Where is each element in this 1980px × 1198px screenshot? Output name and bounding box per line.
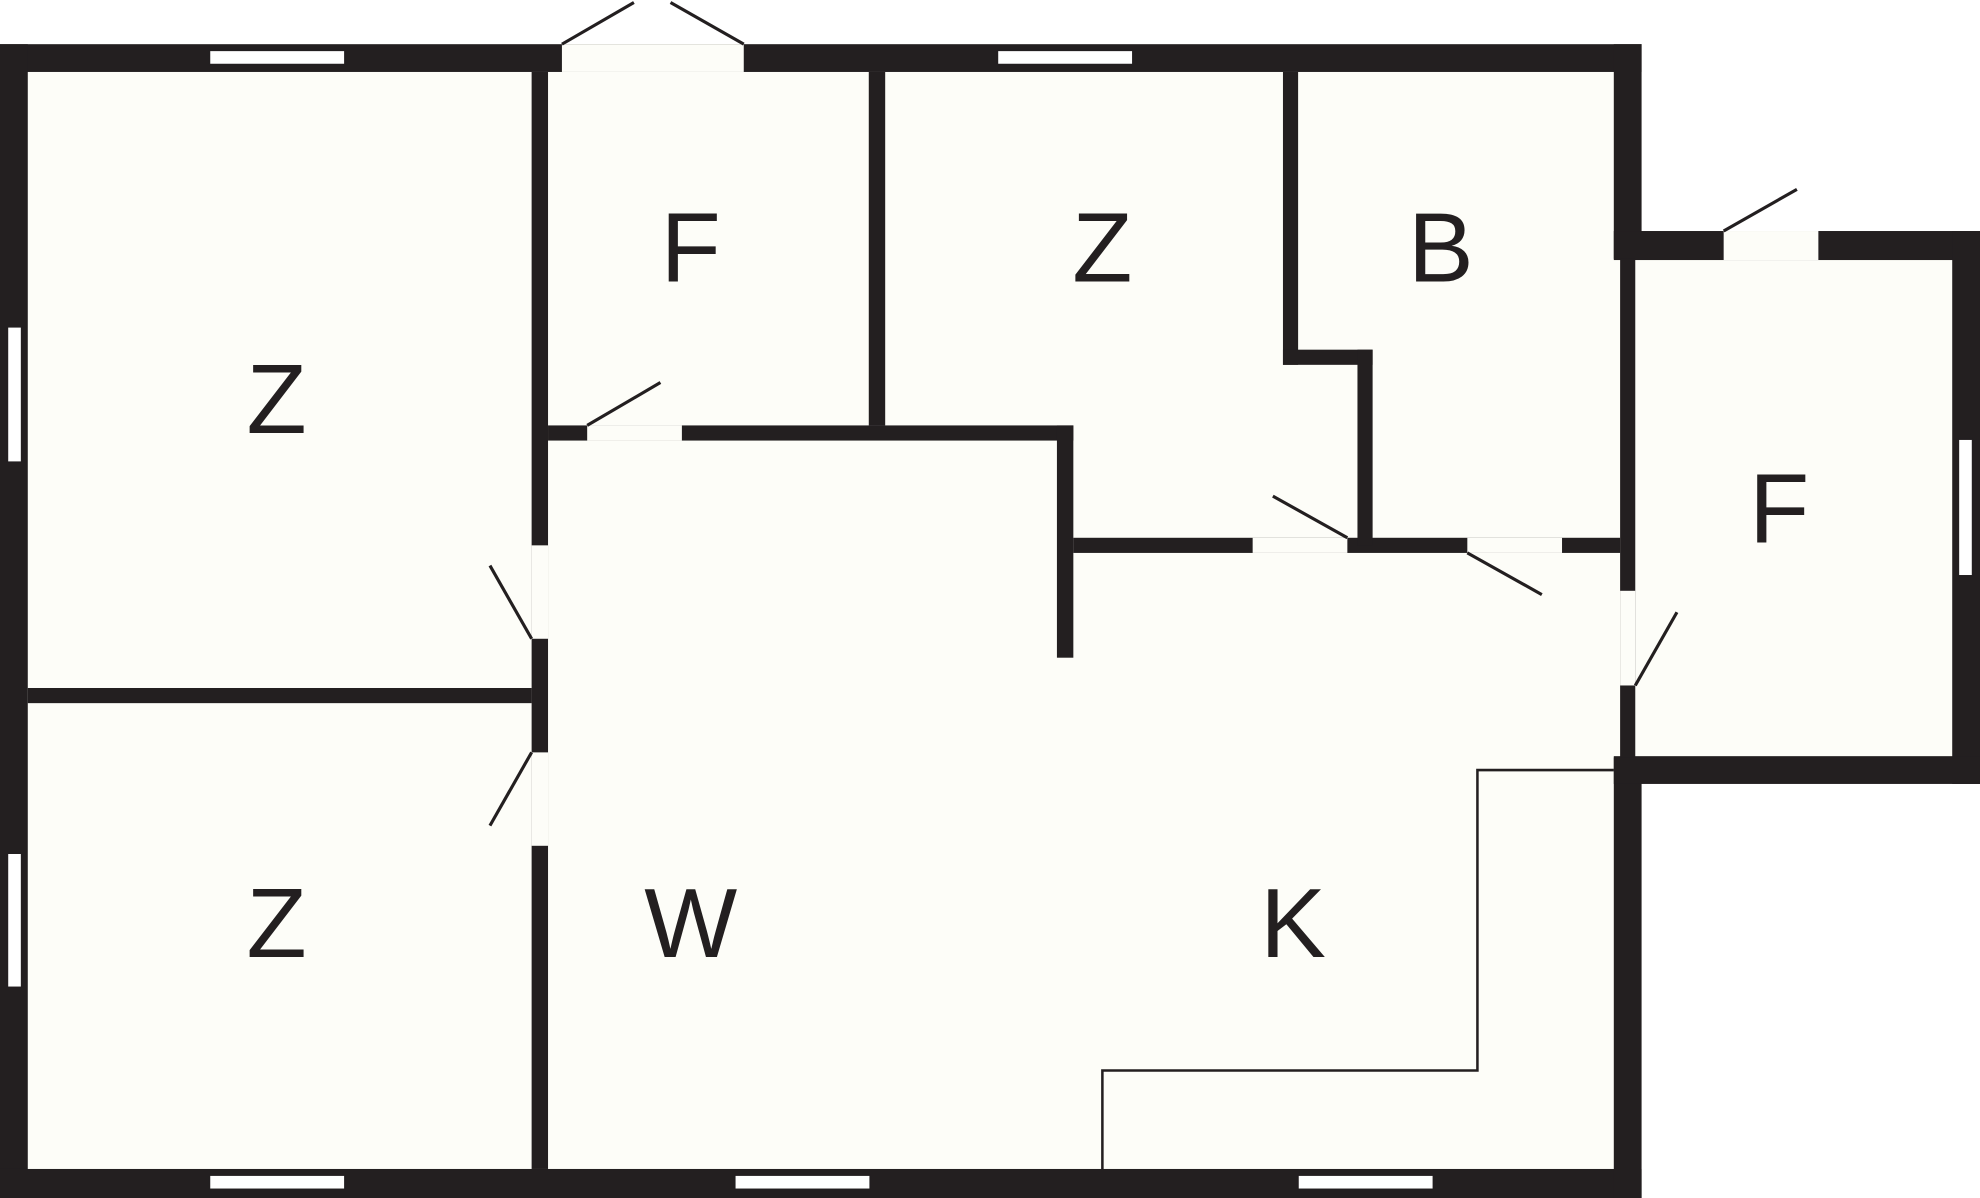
- floor-annex: [1613, 231, 1980, 784]
- entrance-door-left: [561, 1, 635, 46]
- door-bedroom-3: [1272, 494, 1349, 540]
- room-label: F: [1749, 454, 1809, 564]
- floor-main: [0, 44, 1642, 1198]
- room-label: K: [1260, 868, 1326, 978]
- window: [208, 1174, 346, 1190]
- room-label: Z: [246, 344, 306, 454]
- door-storage: [586, 381, 662, 427]
- annex-exterior-door: [1722, 187, 1798, 233]
- room-label: W: [644, 868, 737, 978]
- window: [6, 326, 23, 463]
- door-openings: [531, 44, 1819, 846]
- window: [208, 49, 346, 66]
- windows: [6, 49, 1974, 1190]
- room-label: B: [1408, 192, 1474, 302]
- window: [6, 852, 23, 988]
- door-bedroom-2: [488, 751, 533, 827]
- window: [1957, 438, 1974, 577]
- door-bedroom-1: [488, 564, 533, 640]
- window: [734, 1174, 871, 1190]
- room-label: F: [661, 192, 721, 302]
- outer-walls: [0, 44, 1980, 1198]
- window: [996, 49, 1134, 66]
- door-swings: [488, 1, 1798, 827]
- kitchen-counter: [1101, 768, 1614, 1169]
- entrance-door-right: [669, 1, 745, 46]
- door-bathroom: [1466, 551, 1543, 596]
- room-label: Z: [246, 868, 306, 978]
- room-label: Z: [1072, 192, 1132, 302]
- door-annex: [1633, 611, 1679, 687]
- window: [1297, 1174, 1434, 1190]
